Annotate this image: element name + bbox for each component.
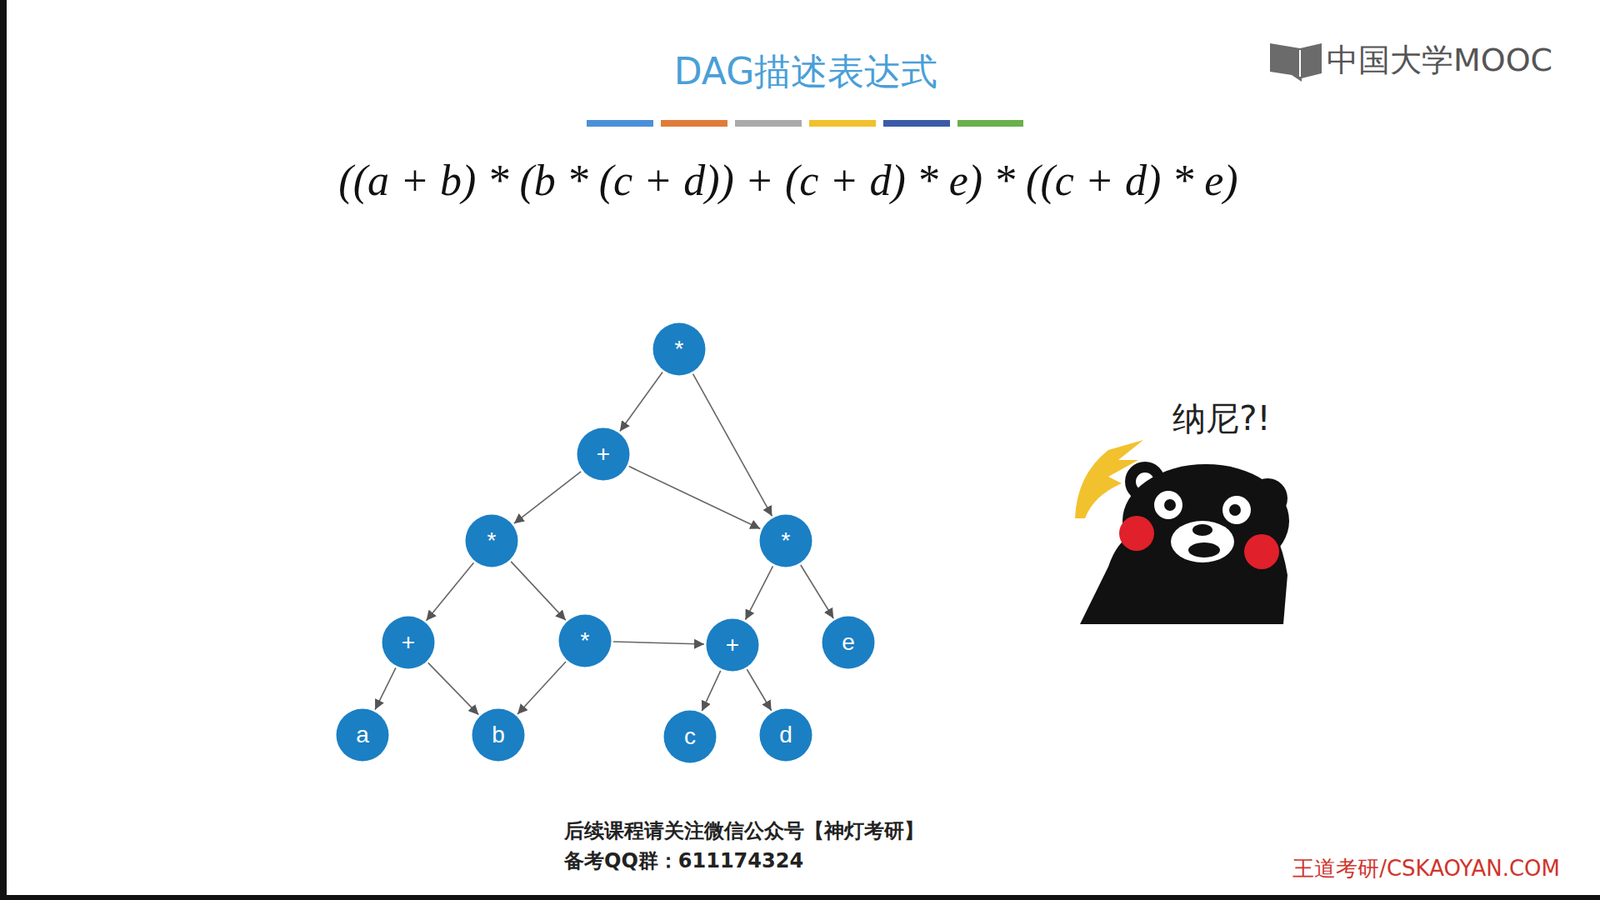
footer-note: 备考QQ群：611174324 bbox=[564, 850, 804, 874]
circle-fill bbox=[653, 323, 706, 376]
dag-arrow bbox=[517, 661, 566, 715]
node-label: * bbox=[580, 629, 590, 653]
bear-pupil bbox=[1229, 504, 1241, 516]
node-label: + bbox=[401, 630, 415, 655]
dag-arrow bbox=[510, 561, 566, 620]
dag-arrow bbox=[428, 662, 480, 715]
operator-circle: * bbox=[465, 514, 519, 568]
node-label: + bbox=[725, 633, 740, 657]
bear-eye bbox=[1222, 495, 1251, 525]
circle-fill bbox=[559, 615, 612, 668]
circle-fill bbox=[760, 709, 813, 762]
dag-arrow bbox=[800, 565, 834, 619]
bear-cheek bbox=[1244, 534, 1280, 570]
watermark: 王道考研/CSKAOYAN.COM bbox=[1292, 856, 1560, 882]
operator-circle: b bbox=[471, 708, 525, 762]
node-label: a bbox=[355, 723, 370, 747]
operator-circle: c bbox=[663, 710, 717, 764]
dag-arrow bbox=[745, 565, 773, 620]
circle-fill bbox=[664, 710, 717, 764]
node-label: e bbox=[841, 630, 855, 655]
circle-fill bbox=[577, 428, 630, 481]
operator-circle: + bbox=[381, 615, 435, 670]
exclamation-text: 纳尼?! bbox=[1172, 399, 1270, 438]
dag-arrow bbox=[426, 562, 475, 620]
color-bar bbox=[586, 120, 654, 127]
bear-muzzle bbox=[1170, 520, 1235, 563]
frame-edge bbox=[0, 895, 1600, 900]
color-bar bbox=[883, 120, 950, 127]
operator-circle: e bbox=[821, 615, 875, 670]
color-bar bbox=[660, 120, 728, 127]
operator-circle: d bbox=[759, 708, 813, 762]
bear-mouth bbox=[1188, 542, 1220, 558]
dag-arrow bbox=[629, 466, 761, 530]
circle-fill bbox=[472, 709, 525, 762]
book-icon bbox=[1270, 43, 1322, 82]
node-label: c bbox=[684, 725, 696, 749]
node-label: + bbox=[596, 442, 610, 466]
frame-edge bbox=[0, 0, 7, 900]
operator-circle: * bbox=[652, 322, 706, 376]
node-label: * bbox=[781, 529, 791, 553]
dag-arrow bbox=[693, 374, 773, 517]
circle-fill bbox=[382, 616, 435, 670]
mooc-logo-icon bbox=[1270, 43, 1322, 82]
color-bar bbox=[957, 120, 1024, 127]
operator-circle: a bbox=[335, 708, 390, 762]
bear-eye bbox=[1154, 490, 1183, 520]
node-label: b bbox=[491, 723, 505, 747]
bear-nose bbox=[1192, 524, 1213, 536]
operator-circle: * bbox=[558, 614, 612, 668]
color-bar bbox=[809, 120, 876, 127]
circle-fill bbox=[822, 616, 875, 670]
bear-pupil bbox=[1164, 499, 1176, 511]
dag-arrow bbox=[375, 667, 396, 710]
operator-circle: * bbox=[759, 514, 813, 568]
title-color-bars bbox=[586, 120, 1024, 127]
dag-arrow bbox=[701, 670, 720, 711]
operator-circle: + bbox=[576, 427, 630, 481]
surprise-spark bbox=[1075, 440, 1144, 519]
operator-circle: + bbox=[705, 618, 760, 672]
node-label: * bbox=[675, 337, 685, 361]
dag-arrow bbox=[613, 641, 705, 645]
dag-arrow bbox=[620, 372, 663, 432]
circle-fill bbox=[465, 515, 519, 568]
slide-title: DAG描述表达式 bbox=[674, 50, 939, 94]
dag-arrow bbox=[746, 669, 771, 711]
kumamon-illustration bbox=[1075, 440, 1290, 625]
bear-cheek bbox=[1119, 515, 1155, 551]
footer-note: 后续课程请关注微信公众号【神灯考研】 bbox=[564, 820, 925, 844]
logo-text: 中国大学MOOC bbox=[1326, 42, 1553, 80]
node-label: d bbox=[779, 723, 793, 747]
expression-formula: ((a + b) * (b * (c + d)) + (c + d) * e) … bbox=[338, 155, 1238, 206]
circle-fill bbox=[706, 619, 760, 672]
book-icon-spine bbox=[1299, 50, 1301, 77]
circle-fill bbox=[336, 709, 390, 762]
circle-fill bbox=[760, 515, 813, 568]
color-bar bbox=[735, 120, 802, 127]
node-label: * bbox=[487, 529, 497, 553]
dag-arrow bbox=[514, 471, 581, 524]
